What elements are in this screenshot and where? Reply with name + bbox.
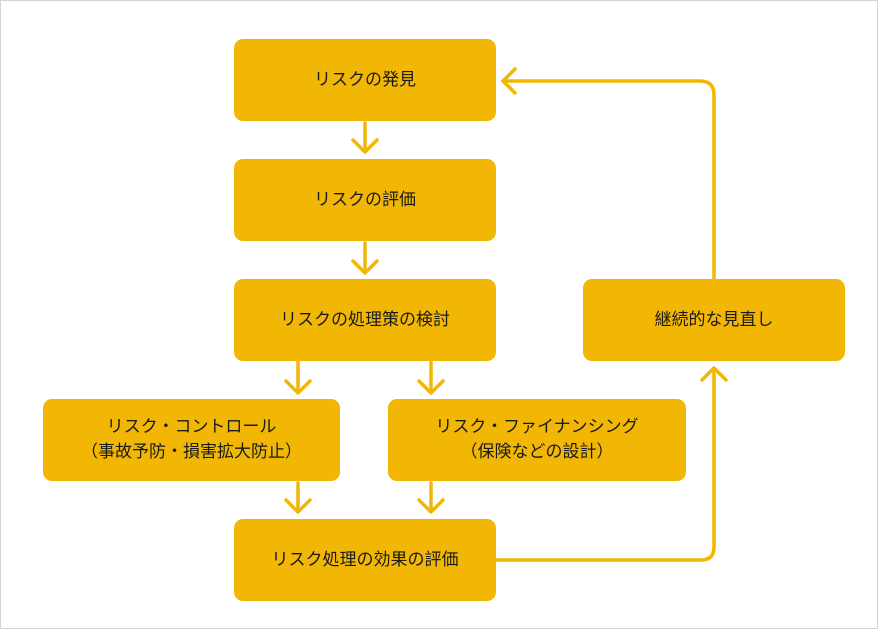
arrow-evaluate-to-review (495, 369, 716, 562)
arrow-review-to-discover (501, 79, 716, 280)
arrowhead-review-to-discover (501, 67, 517, 95)
node-effect-evaluation-label: リスク処理の効果の評価 (271, 549, 459, 570)
node-risk-financing: リスク・ファイナンシング （保険などの設計） (388, 399, 686, 481)
node-risk-financing-line2: （保険などの設計） (460, 442, 614, 462)
node-risk-discovery: リスクの発見 (234, 39, 496, 121)
node-effect-evaluation: リスク処理の効果の評価 (234, 519, 496, 601)
arrowhead-control-to-evaluate (284, 498, 312, 514)
arrowhead-consider-to-control (284, 379, 312, 395)
node-risk-control-line1: リスク・コントロール (106, 417, 277, 438)
arrowhead-assess-to-consider (351, 259, 379, 275)
node-risk-assessment: リスクの評価 (234, 159, 496, 241)
node-risk-discovery-label: リスクの発見 (314, 69, 416, 90)
arrowhead-consider-to-financing (417, 379, 445, 395)
node-risk-financing-line1: リスク・ファイナンシング (435, 417, 639, 438)
arrowhead-financing-to-evaluate (417, 498, 445, 514)
node-continuous-review: 継続的な見直し (583, 279, 845, 361)
arrowhead-evaluate-to-review (700, 366, 728, 382)
arrowhead-discover-to-assess (351, 138, 379, 154)
node-treatment-consideration: リスクの処理策の検討 (234, 279, 496, 361)
node-risk-control-line2: （事故予防・損害拡大防止） (81, 442, 302, 462)
node-continuous-review-label: 継続的な見直し (654, 309, 774, 330)
node-treatment-consideration-label: リスクの処理策の検討 (280, 309, 450, 330)
node-risk-control: リスク・コントロール （事故予防・損害拡大防止） (43, 399, 340, 481)
node-risk-assessment-label: リスクの評価 (314, 189, 416, 210)
